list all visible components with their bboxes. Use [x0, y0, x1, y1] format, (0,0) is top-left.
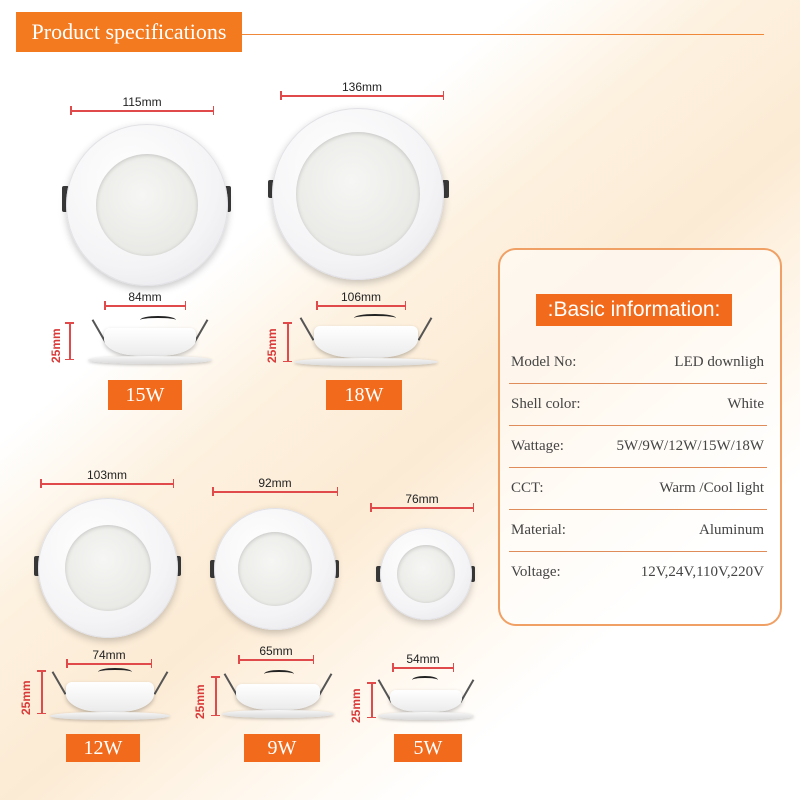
page-title: Product specifications [16, 12, 242, 52]
spring-clip-right [442, 180, 449, 198]
header-divider [242, 34, 764, 35]
spring-clip-left [376, 566, 383, 582]
info-row-shell-color: Shell color: White [509, 384, 767, 426]
spring-clip-left [62, 186, 69, 212]
info-label: Material: [511, 522, 566, 538]
dimension-label: 92mm [258, 476, 292, 491]
dimension-outer-5w: 76mm [370, 492, 474, 514]
dimension-outer-12w: 103mm [40, 468, 174, 490]
wattage-badge-5w: 5W [394, 734, 462, 762]
dimension-label: 106mm [340, 290, 381, 305]
info-value: 12V,24V,110V,220V [640, 564, 764, 580]
basic-info-title: :Basic information: [536, 294, 732, 326]
dimension-cutout-12w: 74mm [66, 648, 152, 670]
dimension-cutout-15w: 84mm [104, 290, 186, 312]
dimension-height-12w [36, 670, 46, 714]
info-label: Shell color: [511, 396, 581, 412]
dimension-outer-15w: 115mm [70, 95, 214, 117]
info-value: 5W/9W/12W/15W/18W [616, 438, 764, 454]
wattage-badge-15w: 15W [108, 380, 182, 410]
dimension-label: 136mm [341, 80, 382, 95]
downlight-5w-top-view [380, 528, 472, 620]
dimension-height-9w [210, 676, 220, 716]
wattage-badge-12w: 12W [66, 734, 140, 762]
info-value: White [727, 396, 764, 412]
dimension-label: 65mm [259, 644, 293, 659]
dimension-label: 54mm [406, 652, 440, 667]
dimension-cutout-5w: 54mm [392, 652, 454, 674]
wattage-badge-9w: 9W [244, 734, 320, 762]
downlight-18w-side-view [294, 314, 438, 366]
info-label: Wattage: [511, 438, 564, 454]
info-row-cct: CCT: Warm /Cool light [509, 468, 767, 510]
dimension-label: 103mm [86, 468, 127, 483]
dimension-label: 84mm [128, 290, 162, 305]
downlight-9w-top-view [214, 508, 336, 630]
dimension-label: 76mm [405, 492, 439, 507]
dimension-outer-9w: 92mm [212, 476, 338, 498]
spring-clip-left [268, 180, 275, 198]
spring-clip-left [34, 556, 41, 576]
wattage-badge-18w: 18W [326, 380, 402, 410]
height-label: 25mm [193, 684, 207, 719]
info-value: Aluminum [698, 522, 764, 538]
info-value: LED downligh [674, 354, 764, 370]
info-row-wattage: Wattage: 5W/9W/12W/15W/18W [509, 426, 767, 468]
dimension-label: 74mm [92, 648, 126, 663]
spring-clip-left [210, 560, 217, 578]
info-label: Voltage: [511, 564, 561, 580]
dimension-height-5w [366, 682, 376, 718]
info-label: CCT: [511, 480, 544, 496]
dimension-cutout-9w: 65mm [238, 644, 314, 666]
info-value: Warm /Cool light [659, 480, 764, 496]
info-row-voltage: Voltage: 12V,24V,110V,220V [509, 552, 767, 594]
downlight-12w-top-view [38, 498, 178, 638]
info-row-material: Material: Aluminum [509, 510, 767, 552]
info-row-model: Model No: LED downligh [509, 342, 767, 384]
height-label: 25mm [265, 328, 279, 363]
dimension-outer-18w: 136mm [280, 80, 444, 102]
height-label: 25mm [49, 328, 63, 363]
dimension-cutout-18w: 106mm [316, 290, 406, 312]
info-label: Model No: [511, 354, 577, 370]
downlight-12w-side-view [50, 668, 170, 720]
downlight-18w-top-view [272, 108, 444, 280]
downlight-9w-side-view [222, 670, 334, 718]
downlight-15w-top-view [66, 124, 228, 286]
height-label: 25mm [19, 680, 33, 715]
downlight-15w-side-view [88, 316, 212, 364]
downlight-5w-side-view [377, 676, 475, 720]
dimension-height-18w [282, 322, 292, 362]
dimension-height-15w [64, 322, 74, 360]
dimension-label: 115mm [122, 95, 162, 110]
height-label: 25mm [349, 688, 363, 723]
